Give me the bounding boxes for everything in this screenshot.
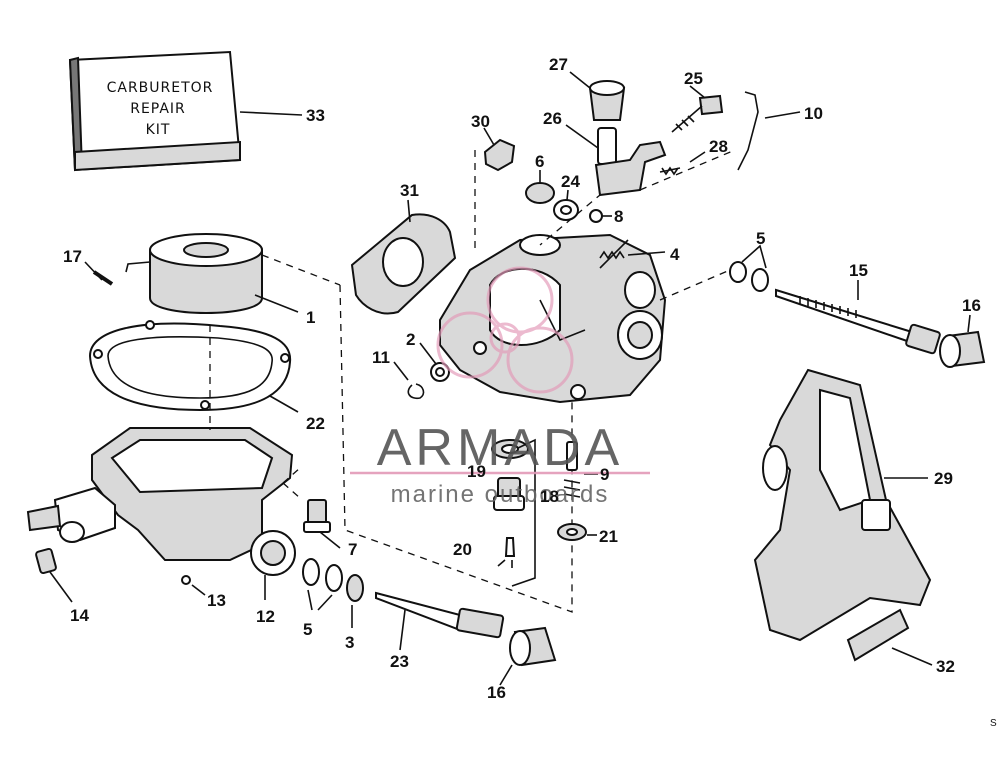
callout-12: 12 <box>256 607 275 626</box>
callout-5b: 5 <box>756 229 765 248</box>
float-part <box>125 233 341 314</box>
callout-11: 11 <box>372 348 390 367</box>
flange-gasket-part <box>350 199 457 315</box>
screw-28-part <box>659 151 706 176</box>
callout-8: 8 <box>614 207 623 226</box>
watermark-brand: ARMADA <box>377 419 623 477</box>
corner-mark: S <box>990 718 997 729</box>
packing-nut-right-part <box>939 314 986 368</box>
callout-16a: 16 <box>962 296 981 315</box>
link-rod-10-part <box>737 91 801 171</box>
float-bowl-part <box>26 325 296 600</box>
callout-32: 32 <box>936 657 955 676</box>
plug-14-part <box>35 547 73 603</box>
callout-10: 10 <box>804 104 823 123</box>
low-speed-needle-part <box>375 591 505 651</box>
clip-11-part <box>393 361 425 400</box>
callout-15: 15 <box>849 261 868 280</box>
callout-20: 20 <box>453 540 472 559</box>
repair-kit-box: CARBURETOR REPAIR KIT <box>68 50 303 172</box>
callout-labels: 1 2 3 4 5 5 6 7 8 9 10 11 12 13 14 15 16… <box>63 55 997 729</box>
callout-23: 23 <box>390 652 409 671</box>
ball-8-part <box>589 209 612 223</box>
callout-7: 7 <box>348 540 357 559</box>
callout-16b: 16 <box>487 683 506 702</box>
callout-21: 21 <box>599 527 618 546</box>
callout-4: 4 <box>670 245 680 264</box>
packing-nut-bottom-part <box>499 626 557 686</box>
kit-label-line3: KIT <box>146 122 171 138</box>
washer-2-part <box>419 342 450 382</box>
spring-4-part <box>599 250 666 260</box>
callout-14: 14 <box>70 606 89 625</box>
bracket-29-part <box>753 368 932 642</box>
guide-line-throttle <box>639 149 736 191</box>
callout-27: 27 <box>549 55 568 74</box>
screw-7-part <box>282 467 341 549</box>
callout-17: 17 <box>63 247 82 266</box>
callout-24: 24 <box>561 172 580 191</box>
screw-20-part <box>497 537 516 568</box>
callout-5a: 5 <box>303 620 312 639</box>
bushing-27-part <box>569 71 626 121</box>
throttle-arm-26-part <box>565 124 667 197</box>
watermark-logo-icon <box>436 266 574 394</box>
check-ball-part <box>181 575 206 596</box>
callout-2: 2 <box>406 330 415 349</box>
washer-24-part <box>553 189 579 221</box>
callout-18: 18 <box>540 487 559 506</box>
callout-29: 29 <box>934 469 953 488</box>
kit-label-line2: REPAIR <box>130 101 186 117</box>
callout-22: 22 <box>306 414 325 433</box>
float-pin-part <box>84 261 114 286</box>
jet-18-part <box>493 477 525 511</box>
nut-30-part <box>483 127 516 172</box>
strip-32-part <box>846 608 933 666</box>
callout-33: 33 <box>306 106 325 125</box>
welch-plug-part <box>525 170 555 204</box>
callout-3: 3 <box>345 633 354 652</box>
callout-26: 26 <box>543 109 562 128</box>
callout-30: 30 <box>471 112 490 131</box>
callout-31: 31 <box>400 181 419 200</box>
callout-9: 9 <box>600 465 609 484</box>
callout-6: 6 <box>535 152 544 171</box>
washer-21-part <box>557 523 597 541</box>
washers-upper-part <box>729 244 769 292</box>
kit-label-line1: CARBURETOR <box>107 80 214 96</box>
gasket-19-part <box>491 438 536 587</box>
watermark-tagline: marine outboards <box>391 481 610 508</box>
callout-13: 13 <box>207 591 226 610</box>
float-bowl-gasket-part <box>88 320 299 413</box>
callout-1: 1 <box>306 308 315 327</box>
watermark: ARMADA marine outboards <box>350 266 650 508</box>
screw-25-part <box>671 85 724 133</box>
washers-lower-part <box>302 558 364 628</box>
callout-28: 28 <box>709 137 728 156</box>
high-speed-needle-part <box>775 280 941 355</box>
callout-19: 19 <box>467 462 486 481</box>
callout-25: 25 <box>684 69 703 88</box>
